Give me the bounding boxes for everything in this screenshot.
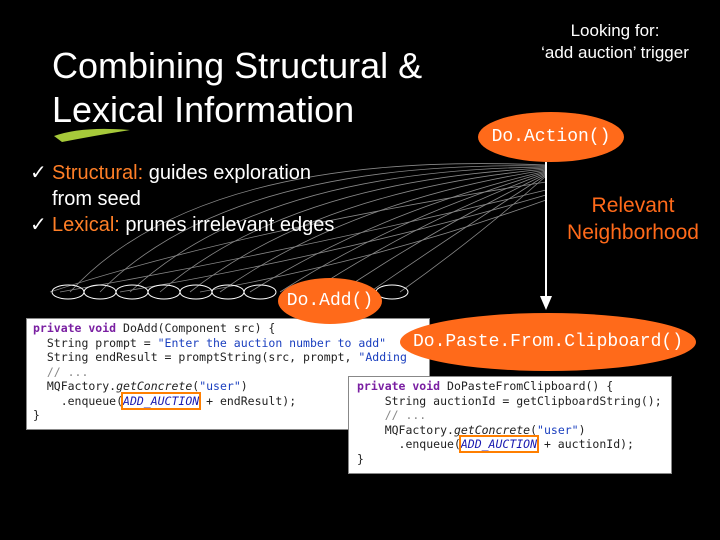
looking-line-1: Looking for:	[570, 21, 660, 40]
bullet-structural: ✓ Structural: guides exploration from se…	[30, 160, 450, 212]
structural-text-2: from seed	[52, 188, 141, 210]
title-underline-brushstroke	[54, 128, 130, 142]
looking-line-2: ‘add auction’ trigger	[541, 43, 689, 62]
dopaste-code-snippet: private void DoPasteFromClipboard() { St…	[348, 376, 672, 474]
checkmark-icon: ✓	[30, 162, 47, 184]
doaction-node: Do.Action()	[478, 112, 624, 162]
bullet-list: ✓ Structural: guides exploration from se…	[30, 160, 450, 238]
title-line-2: Lexical Information	[52, 89, 355, 130]
relevant-neighborhood-label: Relevant Neighborhood	[548, 192, 718, 246]
structural-label: Structural:	[52, 162, 144, 184]
relevant-line-2: Neighborhood	[567, 221, 699, 244]
bullet-lexical: ✓ Lexical: prunes irrelevant edges	[30, 212, 450, 238]
lexical-text: prunes irrelevant edges	[119, 214, 335, 236]
title-line-1: Combining Structural &	[52, 45, 423, 86]
doadd-node: Do.Add()	[278, 278, 382, 324]
structural-text: guides exploration	[143, 162, 312, 184]
relevant-line-1: Relevant	[591, 194, 675, 217]
node-chain	[51, 284, 409, 300]
looking-for-note: Looking for: ‘add auction’ trigger	[510, 20, 720, 64]
add-auction-highlight-1: ADD_AUCTION	[121, 391, 202, 410]
lexical-label: Lexical:	[52, 214, 120, 236]
checkmark-icon: ✓	[30, 214, 47, 236]
dopaste-node: Do.Paste.From.Clipboard()	[400, 313, 696, 371]
add-auction-highlight-2: ADD_AUCTION	[458, 435, 540, 453]
slide-title: Combining Structural & Lexical Informati…	[52, 44, 492, 132]
